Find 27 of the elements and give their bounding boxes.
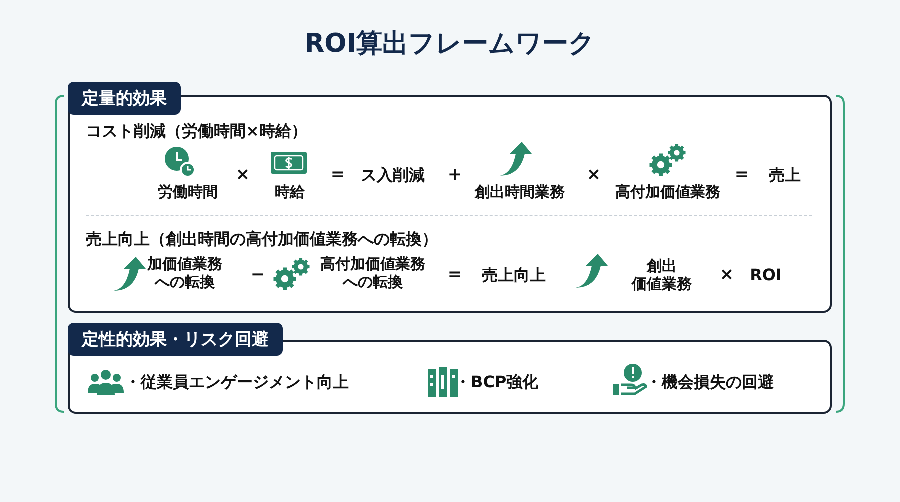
bullet-item: ・機会損失の回避 [646, 372, 774, 392]
bullet-item: ・BCP強化 [455, 372, 539, 392]
operator-symbol: = [330, 164, 346, 186]
operator-symbol: − [250, 264, 266, 286]
bullet-item: ・従業員エンゲージメント向上 [125, 372, 349, 392]
formula-term: 創出時間業務 [475, 183, 565, 201]
formula-term: 時給 [275, 183, 305, 201]
operator-symbol: + [448, 164, 462, 186]
result-term: 売上 [769, 165, 801, 185]
formula-term: ス入削減 [361, 165, 425, 185]
formula-term: ROI [750, 265, 782, 285]
section-heading: コスト削減（労働時間×時給） [86, 121, 308, 141]
section-tab: 定量的効果 [68, 82, 181, 115]
operator-symbol: × [236, 164, 250, 186]
operator-symbol: = [734, 164, 750, 186]
formula-term: 加価値業務への転換 [148, 255, 222, 291]
page-title: ROI算出フレームワーク [304, 28, 596, 61]
formula-term: 労働時間 [158, 183, 218, 201]
formula-term: 創出価値業務 [632, 257, 692, 293]
formula-term: 高付加価値業務への転換 [320, 255, 426, 291]
section-heading: 売上向上（創出時間の高付加価値業務への転換） [86, 229, 438, 249]
section-tab: 定性的効果・リスク回避 [68, 323, 283, 356]
operator-symbol: = [448, 264, 462, 286]
operator-symbol: × [720, 264, 734, 286]
result-term: 売上向上 [482, 265, 546, 285]
operator-symbol: × [586, 164, 602, 186]
formula-term: 高付加価値業務 [616, 183, 720, 201]
